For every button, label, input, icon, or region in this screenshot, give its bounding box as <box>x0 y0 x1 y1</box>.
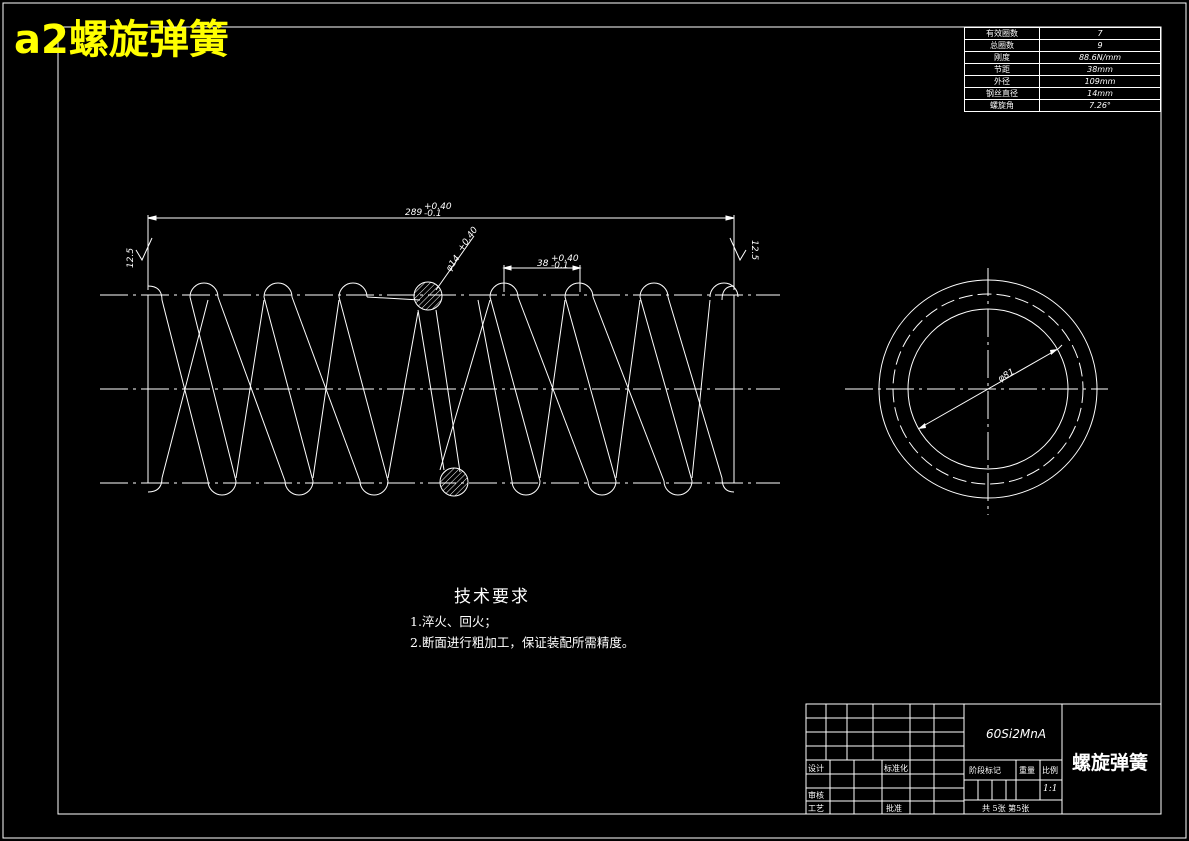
end-view <box>845 268 1108 515</box>
param-value: 88.6N/mm <box>1039 51 1161 64</box>
part-name: 螺旋弹簧 <box>1072 752 1149 774</box>
end-view-arrows <box>918 349 1058 429</box>
sheet-count: 共 5张 第5张 <box>982 804 1030 813</box>
param-key: 节距 <box>964 63 1040 76</box>
roughness-right-value: 12.5 <box>749 240 759 260</box>
pitch-tol-lower: -0.1 <box>551 261 569 271</box>
roughness-symbol-right <box>729 237 747 262</box>
wire-section-bottom <box>439 467 469 497</box>
param-value: 7.26° <box>1039 99 1161 112</box>
param-value: 14mm <box>1039 87 1161 100</box>
roughness-symbol-left <box>135 237 153 262</box>
wire-diameter-tol: +0.40 <box>456 225 480 254</box>
pitch-value: 38 <box>537 259 549 269</box>
material-label: 60Si2MnA <box>986 727 1047 741</box>
process-label: 工艺 <box>808 804 824 813</box>
param-key: 外径 <box>964 75 1040 88</box>
param-key: 有效圈数 <box>964 27 1040 40</box>
weight-label: 重量 <box>1019 766 1035 775</box>
param-value: 38mm <box>1039 63 1161 76</box>
tech-requirement-2: 2.断面进行粗加工，保证装配所需精度。 <box>410 635 635 650</box>
length-dimension <box>147 215 735 290</box>
drawing-border <box>57 26 1162 815</box>
spring-coils <box>147 282 739 496</box>
tech-requirement-1: 1.淬火、回火； <box>410 614 497 629</box>
design-label: 设计 <box>808 764 824 773</box>
length-tol-lower: -0.1 <box>424 209 442 219</box>
standardize-label: 标准化 <box>884 764 908 773</box>
pitch-tol-upper: +0.40 <box>551 254 579 264</box>
param-key: 刚度 <box>964 51 1040 64</box>
roughness-left-value: 12.5 <box>126 248 136 268</box>
wire-section-top <box>413 281 443 311</box>
wire-leader <box>435 235 475 291</box>
title-block-grid <box>805 703 1162 815</box>
param-value: 109mm <box>1039 75 1161 88</box>
tech-requirements-heading: 技术要求 <box>454 587 530 607</box>
param-value: 9 <box>1039 39 1161 52</box>
pitch-dimension <box>502 265 582 292</box>
param-value: 7 <box>1039 27 1161 40</box>
inner-diameter: φ81 <box>997 367 1017 384</box>
param-key: 钢丝直径 <box>964 87 1040 100</box>
param-key: 螺旋角 <box>964 99 1040 112</box>
stage-mark-label: 阶段标记 <box>969 766 1001 775</box>
scale-label: 比例 <box>1042 766 1058 775</box>
sheet-title: a2螺旋弹簧 <box>14 17 229 63</box>
scale-value: 1:1 <box>1043 784 1058 794</box>
param-key: 总圈数 <box>964 39 1040 52</box>
review-label: 审核 <box>808 791 824 800</box>
length-tol-upper: +0.40 <box>424 202 452 212</box>
length-value: 289 <box>405 208 422 218</box>
approve-label: 批准 <box>886 804 902 813</box>
